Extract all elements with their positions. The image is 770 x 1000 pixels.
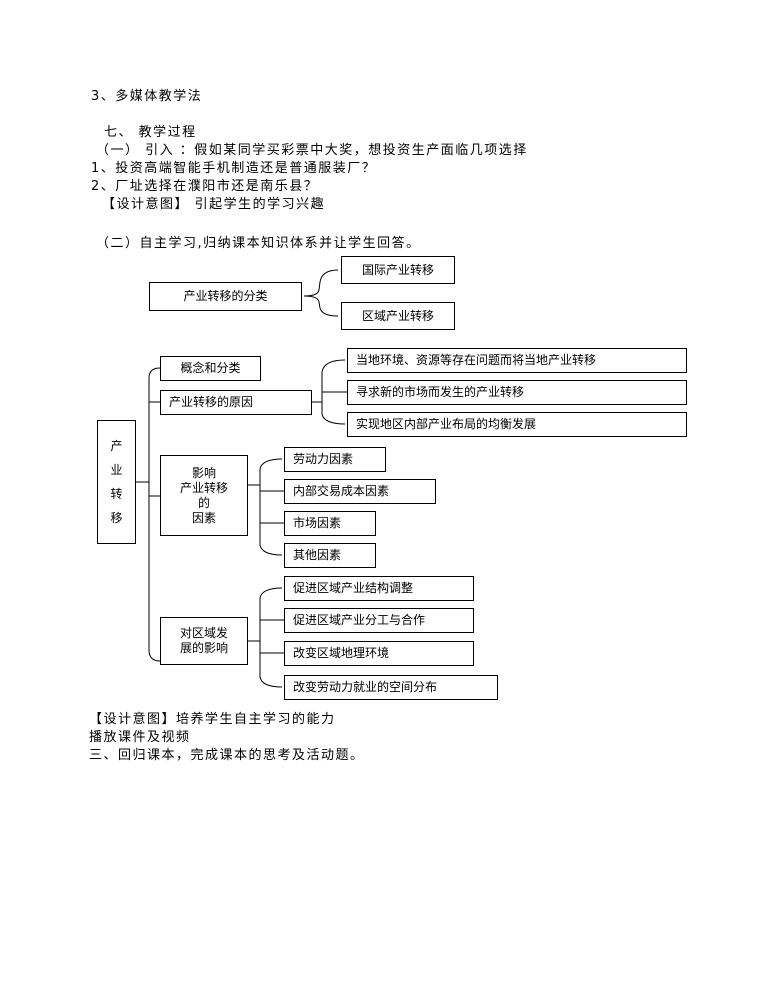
- regional-transfer-box: 区域产业转移: [341, 302, 455, 330]
- question-1: 1、投资高端智能手机制造还是普通服装厂？: [91, 161, 377, 176]
- design-intent-1: 【设计意图】 引起学生的学习兴趣: [102, 197, 326, 212]
- question-2: 2、厂址选择在濮阳市还是南乐县？: [91, 179, 319, 194]
- reason-item: 当地环境、资源等存在问题而将当地产业转移: [347, 348, 687, 373]
- reasons-brace: [321, 359, 346, 425]
- factors-box: 影响 产业转移 的 因素: [160, 455, 248, 536]
- impact-item: 改变区域地理环境: [284, 641, 474, 666]
- section-heading: 七、 教学过程: [104, 125, 197, 140]
- impact-box: 对区域发 展的影响: [160, 617, 248, 665]
- factor-item: 其他因素: [284, 543, 376, 568]
- concept-box: 概念和分类: [160, 356, 261, 381]
- factor-item: 市场因素: [284, 511, 376, 536]
- method-heading: 3、多媒体教学法: [91, 89, 203, 104]
- design-intent-2: 【设计意图】培养学生自主学习的能力: [89, 712, 336, 727]
- impact-item: 改变劳动力就业的空间分布: [284, 675, 498, 700]
- reasons-box: 产业转移的原因: [160, 390, 312, 415]
- main-spine: [148, 367, 161, 662]
- impact-item: 促进区域产业分工与合作: [284, 608, 474, 633]
- reason-item: 实现地区内部产业布局的均衡发展: [347, 412, 687, 437]
- industry-transfer-root-box: 产 业 转 移: [97, 420, 136, 544]
- classification-brace: [303, 269, 339, 317]
- impact-item: 促进区域产业结构调整: [284, 576, 474, 601]
- international-transfer-box: 国际产业转移: [341, 256, 455, 284]
- factor-item: 内部交易成本因素: [284, 479, 436, 504]
- impact-brace: [259, 587, 283, 688]
- reason-item: 寻求新的市场而发生的产业转移: [347, 380, 687, 405]
- factors-brace: [259, 458, 283, 556]
- play-courseware: 播放课件及视频: [89, 730, 191, 745]
- factor-item: 劳动力因素: [284, 447, 386, 472]
- classification-root-box: 产业转移的分类: [149, 282, 302, 311]
- self-study-heading: （二）自主学习,归纳课本知识体系并让学生回答。: [96, 236, 421, 251]
- intro-paragraph: （一） 引入 ：假如某同学买彩票中大奖，想投资生产面临几项选择: [96, 143, 528, 158]
- section-3-heading: 三、回归课本，完成课本的思考及活动题。: [89, 748, 365, 763]
